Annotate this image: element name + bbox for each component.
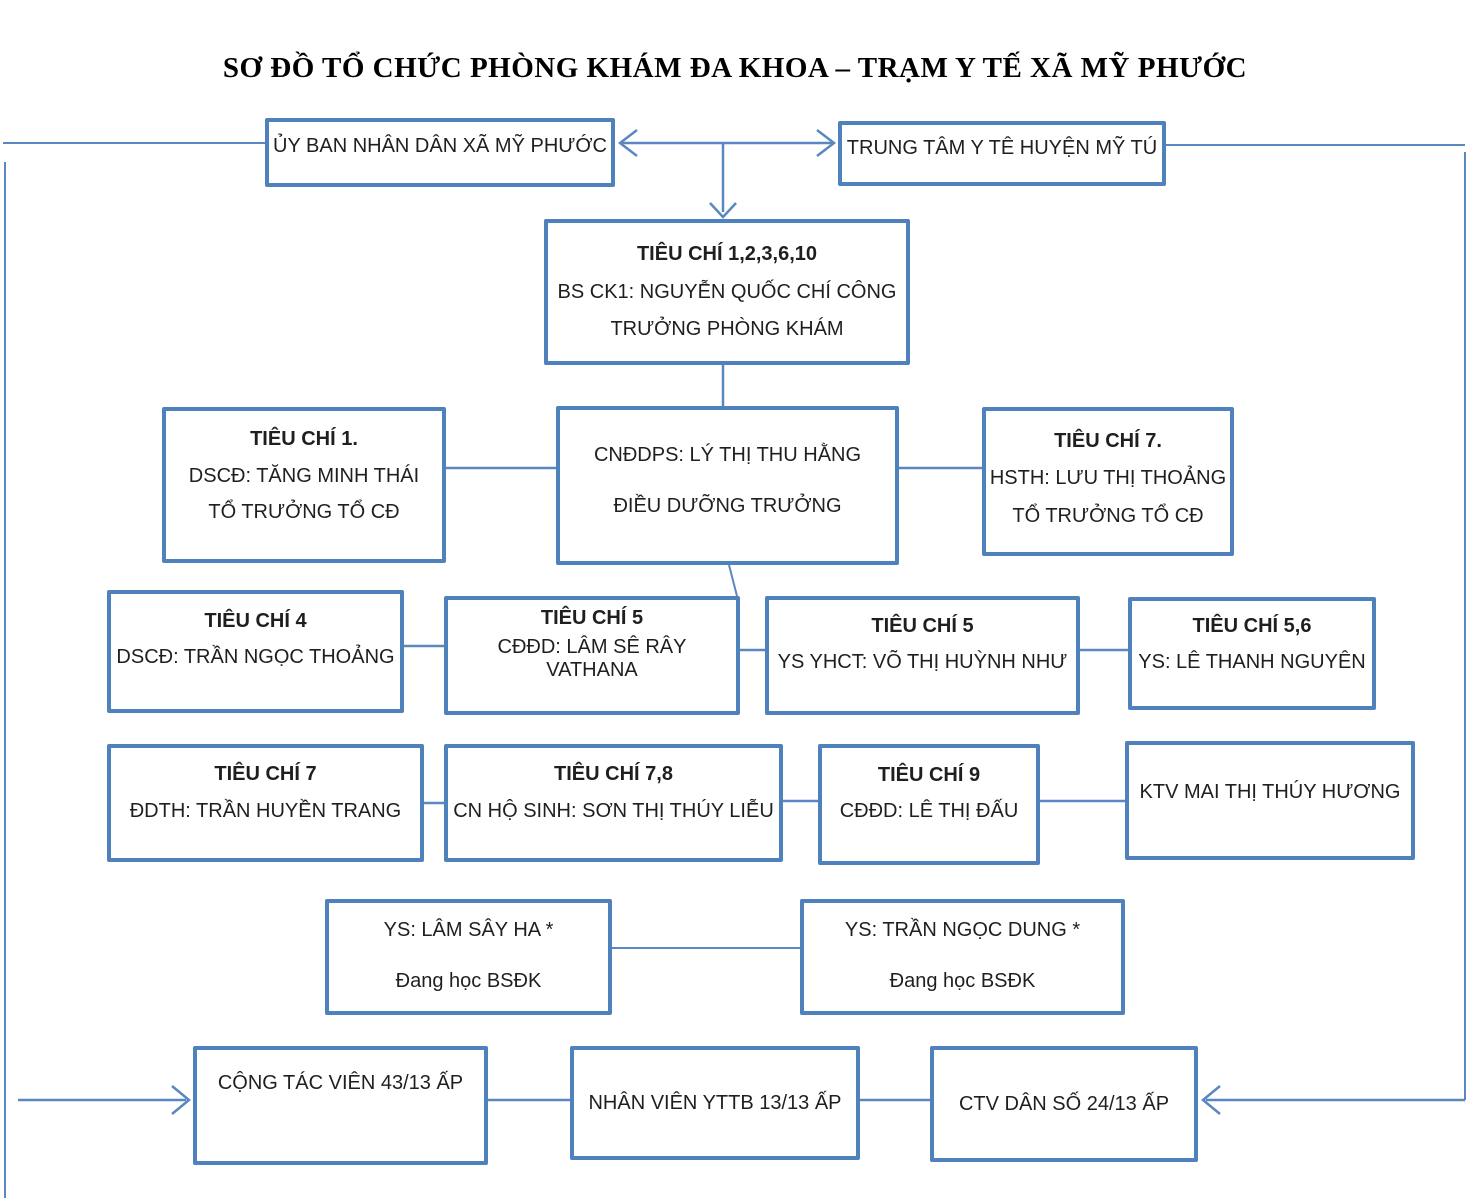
arrowhead-right-icon bbox=[816, 129, 837, 157]
node-line: DSCĐ: TRẦN NGỌC THOẢNG bbox=[116, 646, 395, 669]
node-tran-ngoc-thoang: TIÊU CHÍ 4 DSCĐ: TRẦN NGỌC THOẢNG bbox=[107, 590, 404, 713]
node-line: TỔ TRƯỞNG TỔ CĐ bbox=[1012, 504, 1204, 527]
node-nhan-vien-yttb: NHÂN VIÊN YTTB 13/13 ẤP bbox=[570, 1046, 860, 1160]
node-line: ĐDTH: TRẦN HUYỀN TRANG bbox=[129, 799, 402, 822]
node-title: TIÊU CHÍ 9 bbox=[877, 763, 981, 786]
node-line: ĐIỀU DƯỠNG TRƯỞNG bbox=[613, 495, 842, 517]
node-title: TIÊU CHÍ 5 bbox=[871, 615, 974, 637]
node-line: YS: LÂM SÂY HA * bbox=[383, 919, 554, 941]
arrowhead-bottom-right-icon bbox=[1201, 1085, 1221, 1115]
node-line: NHÂN VIÊN YTTB 13/13 ẤP bbox=[588, 1091, 842, 1114]
arrowhead-down-icon bbox=[709, 202, 737, 219]
node-lam-say-ha: YS: LÂM SÂY HA * Đang học BSĐK bbox=[325, 899, 612, 1015]
node-title: TIÊU CHÍ 4 bbox=[204, 609, 307, 632]
node-line: DSCĐ: TĂNG MINH THÁI bbox=[188, 464, 420, 487]
node-vo-thi-huynh-nhu: TIÊU CHÍ 5 YS YHCT: VÕ THỊ HUỲNH NHƯ bbox=[765, 596, 1080, 715]
node-trung-tam-y-te: TRUNG TÂM Y TÊ HUYỆN MỸ TÚ bbox=[838, 121, 1166, 186]
node-line: CN HỘ SINH: SƠN THỊ THÚY LIỄU bbox=[453, 799, 774, 822]
node-line: YS: LÊ THANH NGUYÊN bbox=[1138, 650, 1366, 673]
node-line: KTV MAI THỊ THÚY HƯƠNG bbox=[1139, 781, 1401, 803]
node-tran-huyen-trang: TIÊU CHÍ 7 ĐDTH: TRẦN HUYỀN TRANG bbox=[107, 744, 424, 862]
node-line: TRƯỞNG PHÒNG KHÁM bbox=[610, 317, 844, 340]
node-line: Đang học BSĐK bbox=[395, 970, 542, 992]
node-line: BS CK1: NGUYỄN QUỐC CHÍ CÔNG bbox=[557, 280, 897, 303]
node-title: TIÊU CHÍ 7. bbox=[1054, 429, 1162, 452]
node-line: CTV DÂN SỐ 24/13 ẤP bbox=[958, 1092, 1170, 1115]
node-line: YS: TRẦN NGỌC DUNG * bbox=[844, 919, 1081, 941]
node-son-thi-thuy-lieu: TIÊU CHÍ 7,8 CN HỘ SINH: SƠN THỊ THÚY LI… bbox=[444, 744, 783, 862]
node-line: TRUNG TÂM Y TÊ HUYỆN MỸ TÚ bbox=[846, 137, 1158, 159]
node-title: TIÊU CHÍ 5,6 bbox=[1192, 615, 1312, 638]
node-mai-thi-thuy-huong: KTV MAI THỊ THÚY HƯƠNG bbox=[1125, 741, 1415, 860]
node-luu-thi-thoang: TIÊU CHÍ 7. HSTH: LƯU THỊ THOẢNG TỔ TRƯỞ… bbox=[982, 407, 1234, 556]
node-cong-tac-vien: CỘNG TÁC VIÊN 43/13 ẤP bbox=[193, 1046, 488, 1165]
node-line: CNĐDPS: LÝ THỊ THU HẰNG bbox=[593, 444, 862, 466]
arrowhead-bottom-left-icon bbox=[171, 1085, 191, 1115]
node-line: YS YHCT: VÕ THỊ HUỲNH NHƯ bbox=[777, 651, 1068, 673]
node-ctv-dan-so: CTV DÂN SỐ 24/13 ẤP bbox=[930, 1046, 1198, 1162]
node-line: TỔ TRƯỞNG TỔ CĐ bbox=[208, 500, 400, 523]
node-truong-phong-kham: TIÊU CHÍ 1,2,3,6,10 BS CK1: NGUYỄN QUỐC … bbox=[544, 219, 910, 365]
node-le-thi-dau: TIÊU CHÍ 9 CĐĐD: LÊ THỊ ĐẤU bbox=[818, 744, 1040, 865]
node-line: CĐĐD: LÊ THỊ ĐẤU bbox=[839, 800, 1019, 823]
node-uy-ban-nhan-dan: ỦY BAN NHÂN DÂN XÃ MỸ PHƯỚC bbox=[265, 118, 615, 187]
connector-cndd-to-row3 bbox=[728, 564, 738, 597]
node-tang-minh-thai: TIÊU CHÍ 1. DSCĐ: TĂNG MINH THÁI TỔ TRƯỞ… bbox=[162, 407, 446, 563]
node-tran-ngoc-dung: YS: TRẦN NGỌC DUNG * Đang học BSĐK bbox=[800, 899, 1125, 1015]
node-le-thanh-nguyen: TIÊU CHÍ 5,6 YS: LÊ THANH NGUYÊN bbox=[1128, 597, 1376, 710]
node-line: HSTH: LƯU THỊ THOẢNG bbox=[989, 467, 1227, 489]
node-title: TIÊU CHÍ 5 bbox=[540, 607, 644, 630]
node-dieu-duong-truong: CNĐDPS: LÝ THỊ THU HẰNG ĐIỀU DƯỠNG TRƯỞN… bbox=[556, 406, 899, 565]
node-line: CỘNG TÁC VIÊN 43/13 ẤP bbox=[217, 1072, 464, 1094]
arrowhead-left-icon bbox=[617, 129, 638, 157]
page-title: SƠ ĐỒ TỔ CHỨC PHÒNG KHÁM ĐA KHOA – TRẠM … bbox=[222, 52, 1248, 84]
node-lam-se-ray-vathana: TIÊU CHÍ 5 CĐĐD: LÂM SÊ RÂY VATHANA bbox=[444, 596, 740, 715]
node-title: TIÊU CHÍ 1,2,3,6,10 bbox=[636, 243, 818, 266]
node-title: TIÊU CHÍ 1. bbox=[250, 428, 358, 451]
node-line: Đang học BSĐK bbox=[889, 970, 1036, 992]
node-line: CĐĐD: LÂM SÊ RÂY VATHANA bbox=[497, 635, 687, 681]
node-title: TIÊU CHÍ 7 bbox=[214, 763, 317, 786]
node-title: TIÊU CHÍ 7,8 bbox=[554, 763, 673, 786]
node-line: ỦY BAN NHÂN DÂN XÃ MỸ PHƯỚC bbox=[273, 135, 607, 157]
